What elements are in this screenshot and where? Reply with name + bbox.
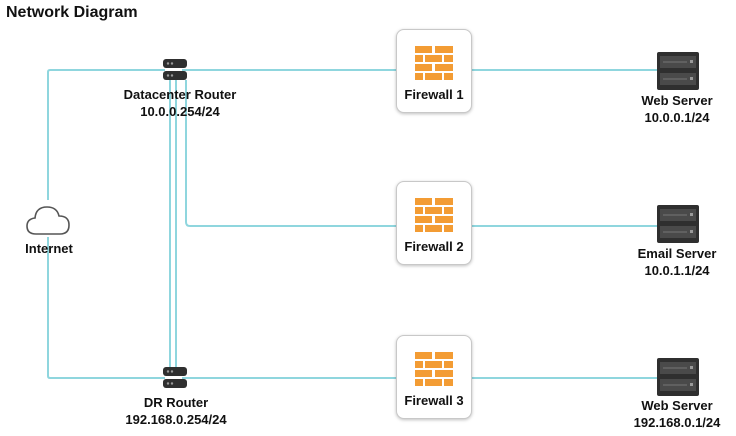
firewall-icon <box>415 46 453 80</box>
web-server-1-name: Web Server <box>641 93 713 108</box>
firewall-icon <box>415 198 453 232</box>
firewall-1-label: Firewall 1 <box>404 87 464 102</box>
dr-router-ip: 192.168.0.254/24 <box>125 412 227 427</box>
firewall-2-label: Firewall 2 <box>404 239 464 254</box>
datacenter-router-label: Datacenter Router 10.0.0.254/24 <box>124 86 237 120</box>
datacenter-router-ip: 10.0.0.254/24 <box>140 104 220 119</box>
email-server <box>657 205 699 248</box>
server-icon <box>657 205 699 243</box>
web-server-1-label: Web Server 10.0.0.1/24 <box>641 92 712 126</box>
dr-router <box>162 366 188 395</box>
firewall-2: Firewall 2 <box>396 181 472 265</box>
firewall-1: Firewall 1 <box>396 29 472 113</box>
dr-router-name: DR Router <box>143 395 209 410</box>
email-server-label: Email Server 10.0.1.1/24 <box>638 245 717 279</box>
router-icon <box>163 367 187 388</box>
internet-label: Internet <box>25 241 73 256</box>
firewall-3: Firewall 3 <box>396 335 472 419</box>
web-server-2-ip: 192.168.0.1/24 <box>633 415 721 430</box>
email-server-ip: 10.0.1.1/24 <box>644 263 710 278</box>
dr-router-label: DR Router 192.168.0.254/24 <box>125 394 226 428</box>
email-server-name: Email Server <box>637 246 717 261</box>
datacenter-router-name: Datacenter Router <box>123 87 237 102</box>
page-title: Network Diagram <box>6 4 138 21</box>
internet-node <box>24 200 72 245</box>
firewall-3-label: Firewall 3 <box>404 393 464 408</box>
datacenter-router <box>162 58 188 87</box>
server-icon <box>657 52 699 90</box>
web-server-2-name: Web Server <box>641 398 713 413</box>
link-internet-dr-router <box>47 237 165 379</box>
firewall-icon <box>415 352 453 386</box>
web-server-2-label: Web Server 192.168.0.1/24 <box>634 397 721 431</box>
web-server-1-ip: 10.0.0.1/24 <box>644 110 710 125</box>
server-icon <box>657 358 699 396</box>
web-server-1 <box>657 52 699 95</box>
router-icon <box>163 59 187 80</box>
link-internet-dc-router <box>47 69 165 200</box>
web-server-2 <box>657 358 699 401</box>
cloud-icon <box>26 206 70 235</box>
link-dc-router-firewall2 <box>185 80 397 227</box>
